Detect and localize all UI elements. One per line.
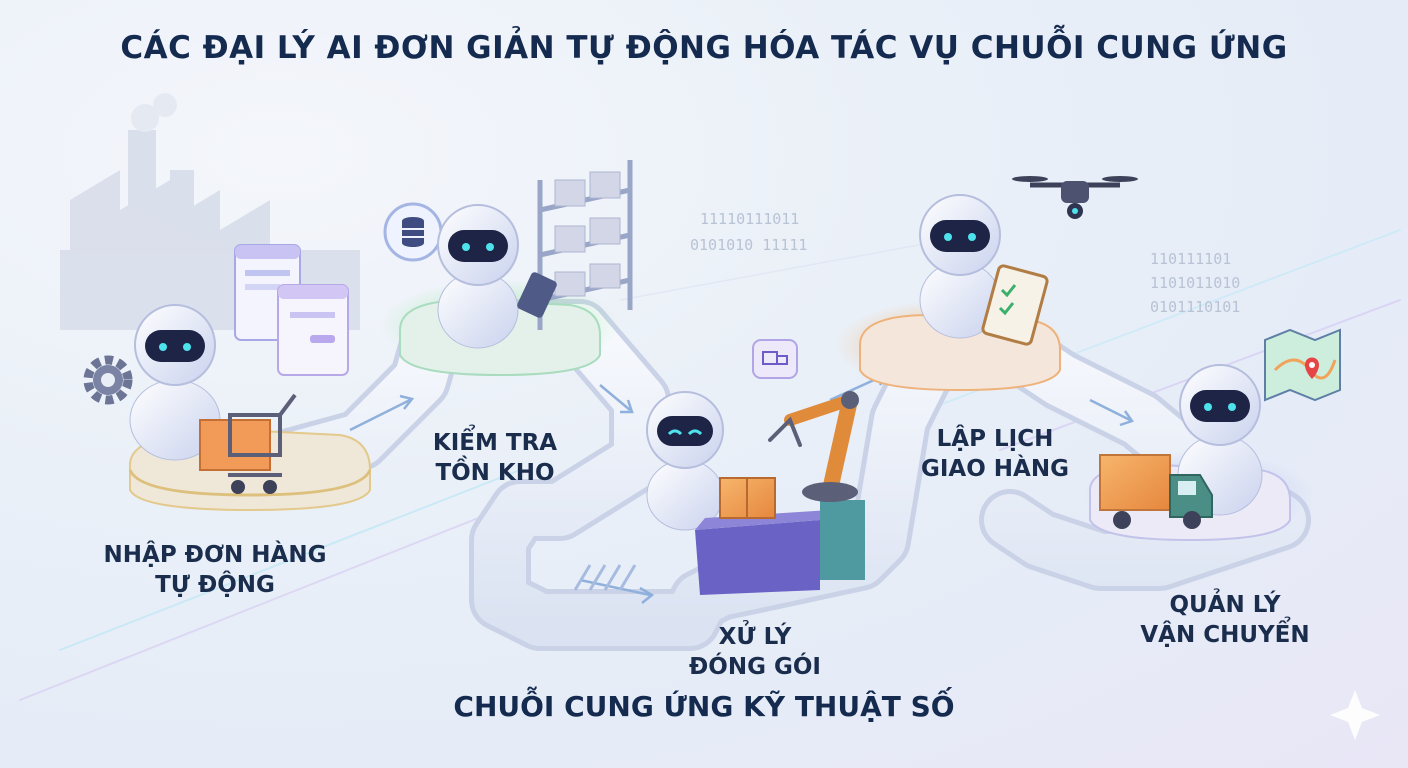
truck-icon: [1099, 454, 1213, 529]
shelf-boxes: [554, 171, 621, 297]
drone-icon: [1012, 176, 1138, 219]
speed-lines: [573, 564, 637, 591]
step-label-delivery: LẬP LỊCH GIAO HÀNG: [905, 424, 1085, 484]
binary-stream-1: 11110111011: [700, 210, 800, 228]
page-title: CÁC ĐẠI LÝ AI ĐƠN GIẢN TỰ ĐỘNG HÓA TÁC V…: [120, 30, 1288, 66]
step-label-transport: QUẢN LÝ VẬN CHUYỂN: [1130, 590, 1320, 650]
robot-delivery: [919, 194, 1001, 339]
binary-stream-5: 0101110101: [1150, 298, 1241, 316]
step-label-line2: ĐÓNG GÓI: [689, 654, 821, 680]
packing-station: [695, 477, 865, 595]
step-label-line2: GIAO HÀNG: [921, 456, 1069, 482]
shopping-cart-icon: [199, 393, 297, 494]
truck-badge-icon: [752, 339, 798, 379]
step-label-line2: TỰ ĐỘNG: [155, 572, 275, 598]
step-label-inventory: KIỂM TRA TỒN KHO: [410, 428, 580, 488]
robot-arm: [768, 391, 859, 502]
step-label-line1: NHẬP ĐƠN HÀNG: [103, 542, 327, 568]
binary-stream-2: 0101010 11111: [690, 236, 808, 254]
step-label-line2: TỒN KHO: [435, 460, 555, 486]
step-label-line2: VẬN CHUYỂN: [1140, 622, 1310, 648]
map-icon: [1264, 328, 1341, 402]
robot-inventory: [437, 204, 557, 349]
step-label-line1: QUẢN LÝ: [1169, 592, 1281, 618]
diagram-subtitle: CHUỖI CUNG ỨNG KỸ THUẬT SỐ: [453, 690, 955, 723]
robot-packing: [646, 391, 724, 531]
step-label-packing: XỬ LÝ ĐÓNG GÓI: [680, 622, 830, 682]
clipboard-icon: [981, 264, 1049, 346]
document-windows: [234, 244, 349, 376]
step-label-line1: XỬ LÝ: [718, 624, 792, 650]
step-label-line1: LẬP LỊCH: [936, 426, 1054, 452]
step-label-line1: KIỂM TRA: [432, 430, 558, 456]
step-label-order-entry: NHẬP ĐƠN HÀNG TỰ ĐỘNG: [100, 540, 330, 600]
binary-stream-4: 1101011010: [1150, 274, 1241, 292]
database-icon: [383, 202, 443, 262]
gear-icon: [83, 355, 133, 405]
sparkle-icon: [1330, 690, 1380, 740]
robot-order-entry: [129, 304, 221, 461]
binary-stream-3: 110111101: [1150, 250, 1232, 268]
